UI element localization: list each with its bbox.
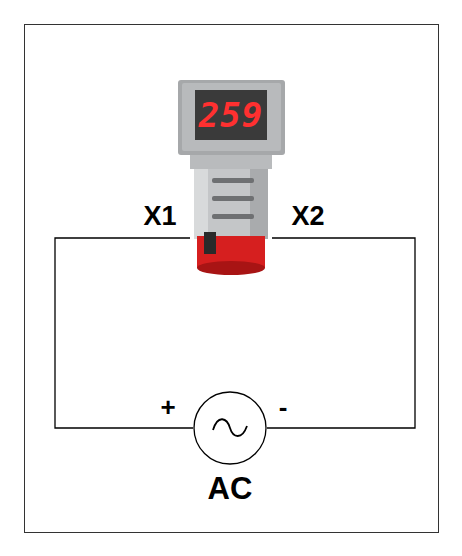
meter-neck: [190, 153, 272, 169]
meter-slots: [212, 178, 254, 219]
mounting-clip: [204, 232, 216, 254]
terminal-label: X2: [291, 201, 324, 232]
meter-body: [194, 169, 268, 239]
display-window: [195, 90, 267, 140]
source-label: AC: [163, 471, 297, 507]
frame: [25, 25, 439, 533]
meter-bezel: [178, 80, 285, 155]
wire: [267, 238, 415, 428]
polarity-label: -: [279, 392, 288, 423]
meter-body-highlight: [194, 169, 208, 239]
polarity-label: +: [160, 392, 175, 423]
source-symbol: [193, 391, 267, 465]
ac-source: AC: [193, 391, 267, 465]
voltmeter: 259: [190, 80, 272, 275]
meter-display: 259: [199, 95, 263, 135]
sine-symbol: [213, 419, 247, 436]
source-circle: [194, 392, 266, 464]
wire: [55, 238, 193, 428]
meter-bezel-inner: [182, 83, 281, 151]
meter-base-bottom: [197, 261, 265, 275]
terminal-label: X1: [143, 201, 176, 232]
